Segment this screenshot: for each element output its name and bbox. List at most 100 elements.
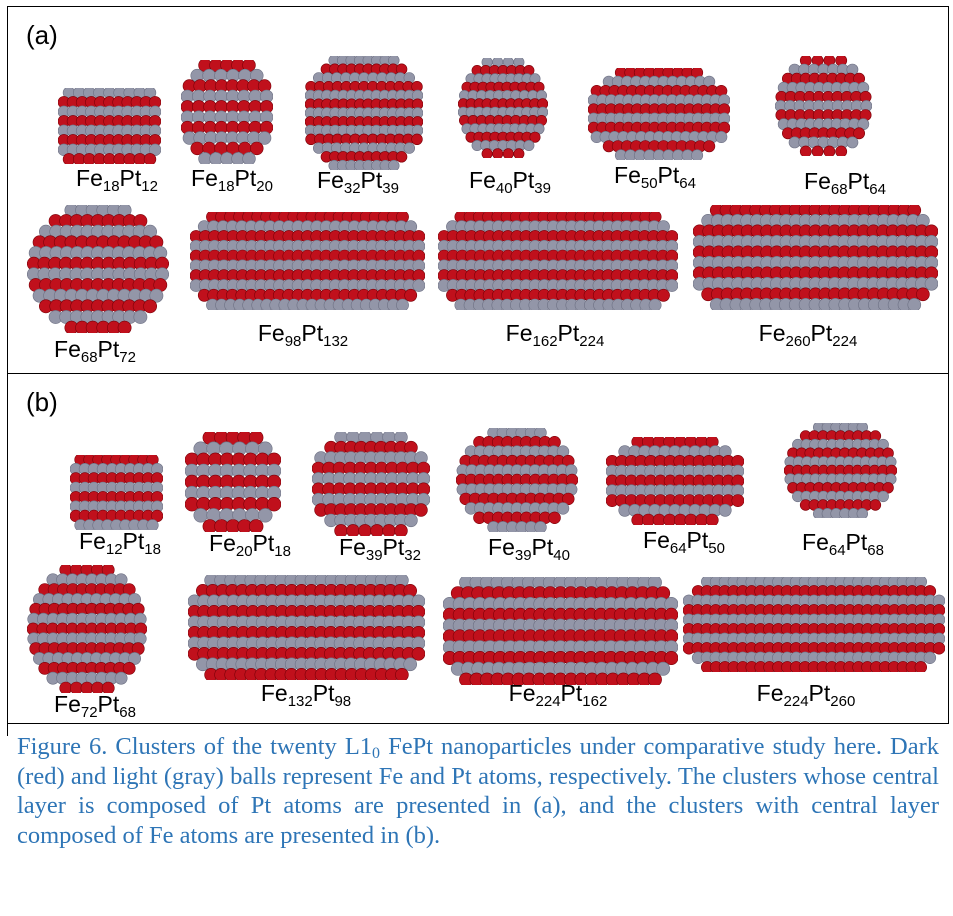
cluster-Fe224Pt260 xyxy=(683,577,945,672)
atom-count: 162 xyxy=(582,693,608,710)
fe-atom xyxy=(414,503,428,517)
atom-count: 32 xyxy=(343,180,361,197)
element-symbol: Pt xyxy=(810,320,833,346)
pt-atom xyxy=(114,671,128,685)
fe-atom xyxy=(703,140,716,153)
panel-b-label: (b) xyxy=(26,387,58,417)
element-symbol: Pt xyxy=(847,168,870,194)
cluster-Fe39Pt32 xyxy=(312,432,430,536)
element-symbol: Pt xyxy=(531,534,554,560)
cluster-label: Fe32Pt39 xyxy=(317,167,399,197)
pt-atom xyxy=(924,277,938,291)
cluster-Fe39Pt40 xyxy=(456,428,578,532)
cluster-Fe18Pt12 xyxy=(58,88,161,164)
atom-count: 98 xyxy=(284,333,302,350)
cluster-image xyxy=(305,56,423,170)
cluster-image xyxy=(438,212,678,310)
fe-atom xyxy=(117,320,132,333)
pt-atom xyxy=(877,490,889,503)
pt-atom xyxy=(396,298,409,310)
atom-count: 224 xyxy=(832,333,858,350)
fe-atom xyxy=(411,133,423,146)
atom-count: 64 xyxy=(828,542,846,559)
element-symbol: Fe xyxy=(643,527,670,553)
cluster-Fe64Pt50 xyxy=(606,437,744,525)
cluster-image xyxy=(312,432,430,536)
element-symbol: Pt xyxy=(97,691,120,717)
element-symbol: Fe xyxy=(756,680,784,706)
cluster-Fe224Pt162 xyxy=(443,577,678,685)
atom-count: 39 xyxy=(534,180,551,197)
panel-a-label: (a) xyxy=(26,20,58,50)
fe-atom xyxy=(869,499,882,511)
cluster-label: Fe260Pt224 xyxy=(759,320,858,350)
atom-count: 12 xyxy=(141,178,158,195)
cluster-Fe32Pt39 xyxy=(305,56,423,170)
fe-atom xyxy=(823,145,836,156)
atom-count: 224 xyxy=(579,333,605,350)
atom-count: 50 xyxy=(640,175,658,192)
fe-atom xyxy=(811,145,824,156)
atom-count: 68 xyxy=(119,704,136,721)
element-symbol: Fe xyxy=(257,320,285,346)
cluster-label: Fe162Pt224 xyxy=(506,320,605,350)
element-symbol: Fe xyxy=(79,528,106,554)
pt-atom xyxy=(718,503,732,517)
cluster-label: Fe12Pt18 xyxy=(79,528,161,558)
pt-atom xyxy=(523,140,535,152)
pt-atom xyxy=(715,130,728,143)
atom-count: 98 xyxy=(334,693,352,710)
fe-atom xyxy=(122,662,136,675)
frame-tail xyxy=(7,724,8,736)
cluster-image xyxy=(181,60,273,164)
fe-atom xyxy=(657,288,670,302)
element-symbol: Fe xyxy=(54,336,81,362)
atom-count: 68 xyxy=(867,542,884,559)
pt-atom xyxy=(193,508,208,523)
fe-atom xyxy=(932,642,945,655)
fe-atom xyxy=(411,647,425,661)
element-symbol: Pt xyxy=(808,680,831,706)
cluster-label: Fe20Pt18 xyxy=(209,530,291,559)
cluster-label: Fe68Pt64 xyxy=(804,168,886,198)
atom-count: 260 xyxy=(830,693,856,710)
pt-atom xyxy=(856,508,868,518)
fe-atom xyxy=(853,127,865,140)
cluster-label: Fe224Pt162 xyxy=(509,680,608,710)
atom-count: 72 xyxy=(119,349,136,366)
element-symbol: Fe xyxy=(209,530,236,556)
cluster-label: Fe40Pt39 xyxy=(469,167,551,197)
fe-atom xyxy=(502,148,514,158)
atom-count: 132 xyxy=(287,693,313,710)
element-symbol: Pt xyxy=(686,527,709,553)
cluster-label: Fe224Pt260 xyxy=(756,680,856,710)
element-symbol: Fe xyxy=(802,529,829,555)
fe-atom xyxy=(916,287,930,302)
atom-count: 68 xyxy=(830,181,848,198)
atom-count: 12 xyxy=(105,541,123,558)
fe-atom xyxy=(642,513,655,525)
cluster-image xyxy=(775,56,872,156)
atom-count: 32 xyxy=(404,547,421,564)
element-symbol: Fe xyxy=(76,165,103,191)
fe-atom xyxy=(250,141,264,156)
cluster-image xyxy=(70,455,163,530)
fe-atom xyxy=(835,145,848,156)
fe-atom xyxy=(492,148,504,158)
element-symbol: Pt xyxy=(312,680,335,706)
atom-count: 39 xyxy=(514,547,532,564)
fe-atom xyxy=(404,288,418,302)
cluster-Fe50Pt64 xyxy=(588,68,730,160)
element-symbol: Fe xyxy=(191,165,218,191)
pt-atom xyxy=(403,657,417,672)
fe-atom xyxy=(684,513,698,525)
pt-atom xyxy=(258,508,273,523)
figure-frame xyxy=(7,6,949,724)
element-symbol: Pt xyxy=(845,529,868,555)
atom-count: 68 xyxy=(80,349,98,366)
fe-atom xyxy=(664,651,678,665)
pt-atom xyxy=(556,502,570,515)
caption-subscript: 0 xyxy=(372,745,381,762)
atom-count: 18 xyxy=(217,178,235,195)
element-symbol: Pt xyxy=(382,534,405,560)
